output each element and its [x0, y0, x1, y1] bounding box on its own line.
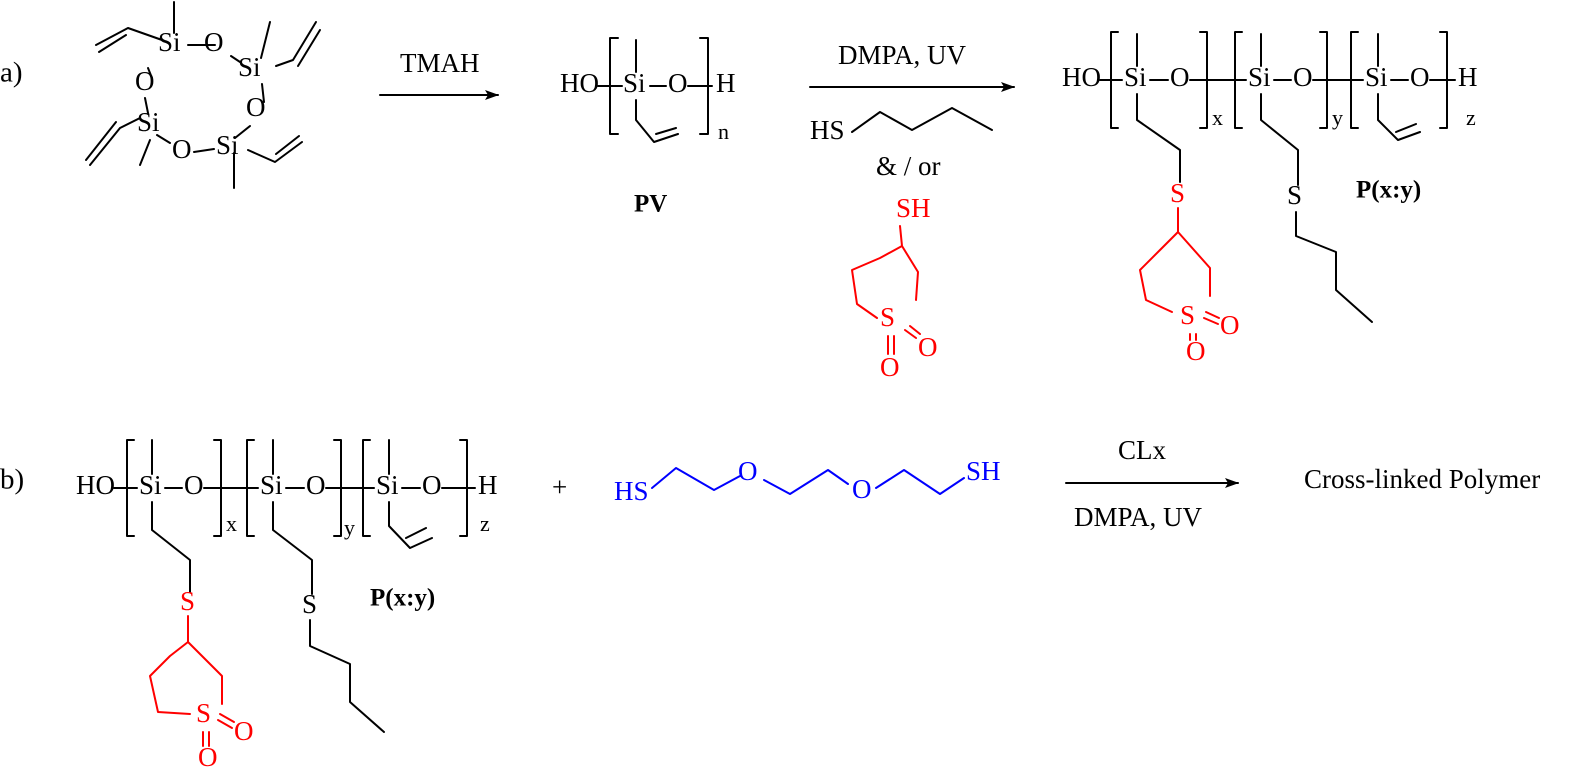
prod-a-o-ring-2: O — [1186, 336, 1206, 366]
prod-a-name: P(x:y) — [1356, 177, 1421, 204]
ring-si-1: Si — [158, 27, 181, 57]
ring-o-2: O — [246, 92, 266, 122]
reagent-tmah: TMAH — [400, 48, 480, 78]
prod-a-h: H — [1458, 62, 1478, 92]
butanethiol-hs: HS — [810, 115, 845, 145]
crosslinker-hs: HS — [614, 476, 649, 506]
pv-n: n — [718, 119, 729, 144]
sulfolane-thiol-s: S — [880, 302, 895, 332]
poly-b-z: z — [480, 511, 490, 536]
pv-structure: HO Si O H n PV — [560, 37, 736, 218]
poly-b-si-3: Si — [376, 470, 399, 500]
reagent-clx: CLx — [1118, 435, 1167, 465]
pv-o: O — [668, 68, 688, 98]
prod-a-x: x — [1212, 105, 1223, 130]
ring-si-2: Si — [238, 52, 261, 82]
poly-b-ho: HO — [76, 470, 115, 500]
sulfolane-thiol-o1: O — [918, 332, 938, 362]
prod-a-ho: HO — [1062, 62, 1101, 92]
ring-o-4: O — [172, 134, 192, 164]
prod-a-o-1: O — [1170, 62, 1190, 92]
poly-b-s-black: S — [302, 589, 317, 619]
prod-a-si-3: Si — [1365, 62, 1388, 92]
prod-a-y: y — [1332, 105, 1343, 130]
cyclosiloxane-structure: Si O Si O O Si O Si — [85, 1, 321, 189]
sulfolane-thiol-structure: SH S O O — [851, 193, 938, 382]
reagent-dmpa-uv: DMPA, UV — [838, 40, 967, 70]
prod-a-o-2: O — [1293, 62, 1313, 92]
poly-b-o-ring-1: O — [234, 716, 254, 746]
polymer-structure-b: HO Si O Si O Si O H x y z S S O O S P(x:… — [76, 439, 498, 772]
crosslinker-o1: O — [738, 456, 758, 486]
prod-a-s-red: S — [1170, 178, 1185, 208]
pv-name: PV — [634, 191, 667, 218]
poly-b-o-2: O — [306, 470, 326, 500]
poly-b-y: y — [344, 515, 355, 540]
prod-a-si-1: Si — [1124, 62, 1147, 92]
ring-o-3: O — [135, 66, 155, 96]
poly-b-si-2: Si — [260, 470, 283, 500]
prod-a-s-ring: S — [1180, 300, 1195, 330]
butanethiol-structure: HS — [810, 107, 993, 145]
crosslinker-structure: HS O O SH — [614, 456, 1001, 506]
poly-b-x: x — [226, 511, 237, 536]
ring-si-4: Si — [216, 130, 239, 160]
pv-h: H — [716, 68, 736, 98]
poly-b-o-ring-2: O — [198, 742, 218, 772]
prod-a-s-black: S — [1287, 180, 1302, 210]
ring-o-1: O — [204, 27, 224, 57]
product-structure-a: HO Si O Si O Si O H x y z S S O O S P(x:… — [1062, 31, 1478, 366]
sulfolane-thiol-sh: SH — [896, 193, 931, 223]
poly-b-o-3: O — [422, 470, 442, 500]
poly-b-h: H — [478, 470, 498, 500]
reagent-dmpa-uv-b: DMPA, UV — [1074, 502, 1203, 532]
poly-b-o-1: O — [184, 470, 204, 500]
poly-b-s-ring: S — [196, 698, 211, 728]
prod-a-si-2: Si — [1248, 62, 1271, 92]
prod-a-z: z — [1466, 105, 1476, 130]
crosslinker-sh: SH — [966, 456, 1001, 486]
prod-a-o-3: O — [1410, 62, 1430, 92]
sulfolane-thiol-o2: O — [880, 352, 900, 382]
panel-a-label: a) — [0, 57, 23, 89]
poly-b-name: P(x:y) — [370, 585, 435, 612]
poly-b-s-red: S — [180, 586, 195, 616]
ring-si-3: Si — [137, 107, 160, 137]
crosslinked-polymer-label: Cross-linked Polymer — [1304, 464, 1540, 494]
pv-ho: HO — [560, 68, 599, 98]
panel-b-label: b) — [0, 464, 24, 496]
plus-sign: + — [552, 472, 567, 502]
crosslinker-o2: O — [852, 474, 872, 504]
poly-b-si-1: Si — [139, 470, 162, 500]
prod-a-o-ring-1: O — [1220, 310, 1240, 340]
pv-si: Si — [623, 68, 646, 98]
and-or-label: & / or — [876, 151, 941, 181]
